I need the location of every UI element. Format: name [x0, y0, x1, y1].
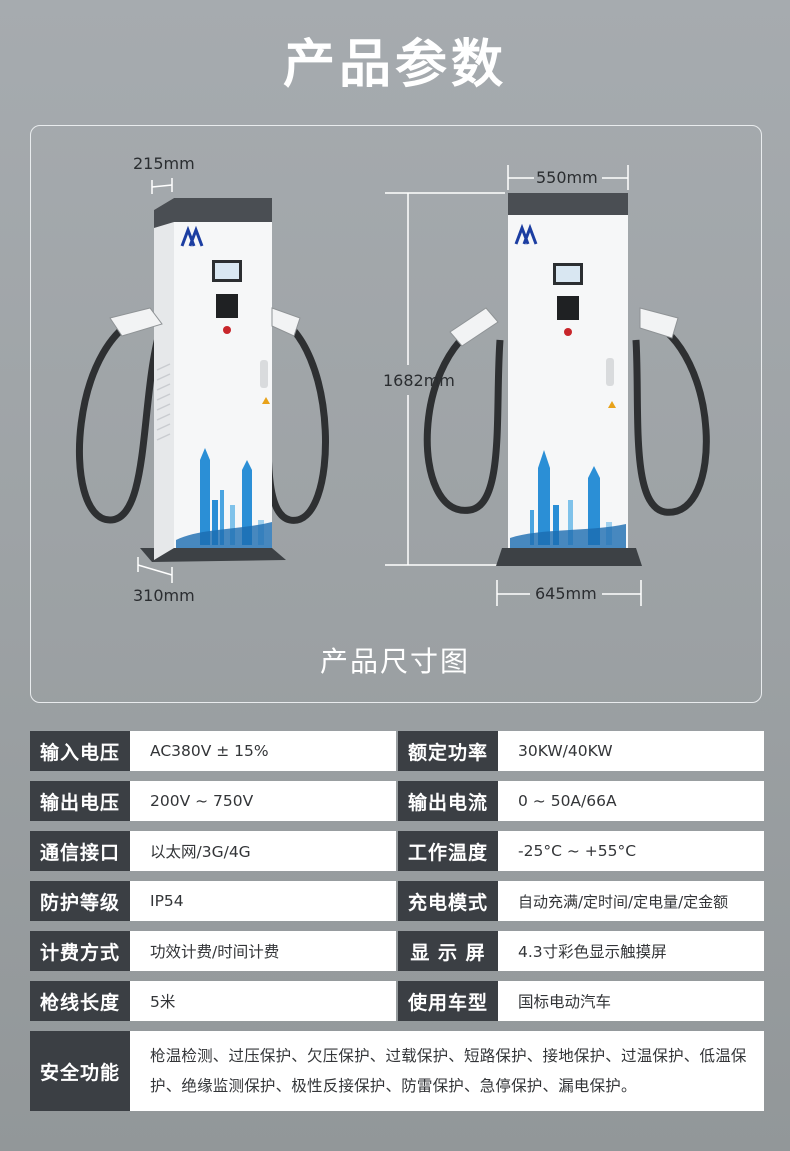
diagram-caption: 产品尺寸图	[319, 645, 470, 678]
spec-label: 防护等级	[30, 881, 130, 921]
spec-label: 工作温度	[398, 831, 498, 871]
charger-illustration	[75, 165, 710, 606]
spec-label: 输出电流	[398, 781, 498, 821]
dim-front-width-base: 645mm	[535, 584, 597, 603]
spec-row: 输出电压 200V ~ 750V 输出电流 0 ~ 50A/66A	[30, 781, 764, 821]
dim-side-depth-top: 215mm	[133, 154, 195, 173]
spec-row: 枪线长度 5米 使用车型 国标电动汽车	[30, 981, 764, 1021]
dim-front-height: 1682mm	[383, 371, 455, 390]
spec-label: 计费方式	[30, 931, 130, 971]
page-title: 产品参数	[282, 35, 507, 95]
spec-label: 使用车型	[398, 981, 498, 1021]
spec-row: 通信接口 以太网/3G/4G 工作温度 -25°C ~ +55°C	[30, 831, 764, 871]
spec-row: 输入电压 AC380V ± 15% 额定功率 30KW/40KW	[30, 731, 764, 771]
dim-front-width-top: 550mm	[536, 168, 598, 187]
spec-row: 防护等级 IP54 充电模式 自动充满/定时间/定电量/定金额	[30, 881, 764, 921]
spec-value: 5米	[130, 981, 396, 1021]
spec-row-safety: 安全功能 枪温检测、过压保护、欠压保护、过载保护、短路保护、接地保护、过温保护、…	[30, 1031, 764, 1111]
spec-value: 枪温检测、过压保护、欠压保护、过载保护、短路保护、接地保护、过温保护、低温保护、…	[130, 1031, 764, 1111]
spec-row: 计费方式 功效计费/时间计费 显 示 屏 4.3寸彩色显示触摸屏	[30, 931, 764, 971]
spec-label: 输入电压	[30, 731, 130, 771]
spec-value: 30KW/40KW	[498, 731, 764, 771]
spec-value: 国标电动汽车	[498, 981, 764, 1021]
spec-value: 以太网/3G/4G	[130, 831, 396, 871]
spec-label: 输出电压	[30, 781, 130, 821]
spec-label: 充电模式	[398, 881, 498, 921]
spec-value: 200V ~ 750V	[130, 781, 396, 821]
spec-value: 0 ~ 50A/66A	[498, 781, 764, 821]
spec-label: 显 示 屏	[398, 931, 498, 971]
dim-side-depth-base: 310mm	[133, 586, 195, 605]
spec-value: IP54	[130, 881, 396, 921]
spec-value: 自动充满/定时间/定电量/定金额	[498, 881, 764, 921]
charger-front-view	[385, 165, 710, 606]
spec-label: 通信接口	[30, 831, 130, 871]
spec-value: 功效计费/时间计费	[130, 931, 396, 971]
spec-label: 额定功率	[398, 731, 498, 771]
spec-value: -25°C ~ +55°C	[498, 831, 764, 871]
spec-label: 安全功能	[30, 1031, 130, 1111]
spec-label: 枪线长度	[30, 981, 130, 1021]
spec-value: AC380V ± 15%	[130, 731, 396, 771]
dimension-diagram-frame	[30, 125, 762, 703]
charger-side-view	[75, 178, 329, 583]
spec-value: 4.3寸彩色显示触摸屏	[498, 931, 764, 971]
